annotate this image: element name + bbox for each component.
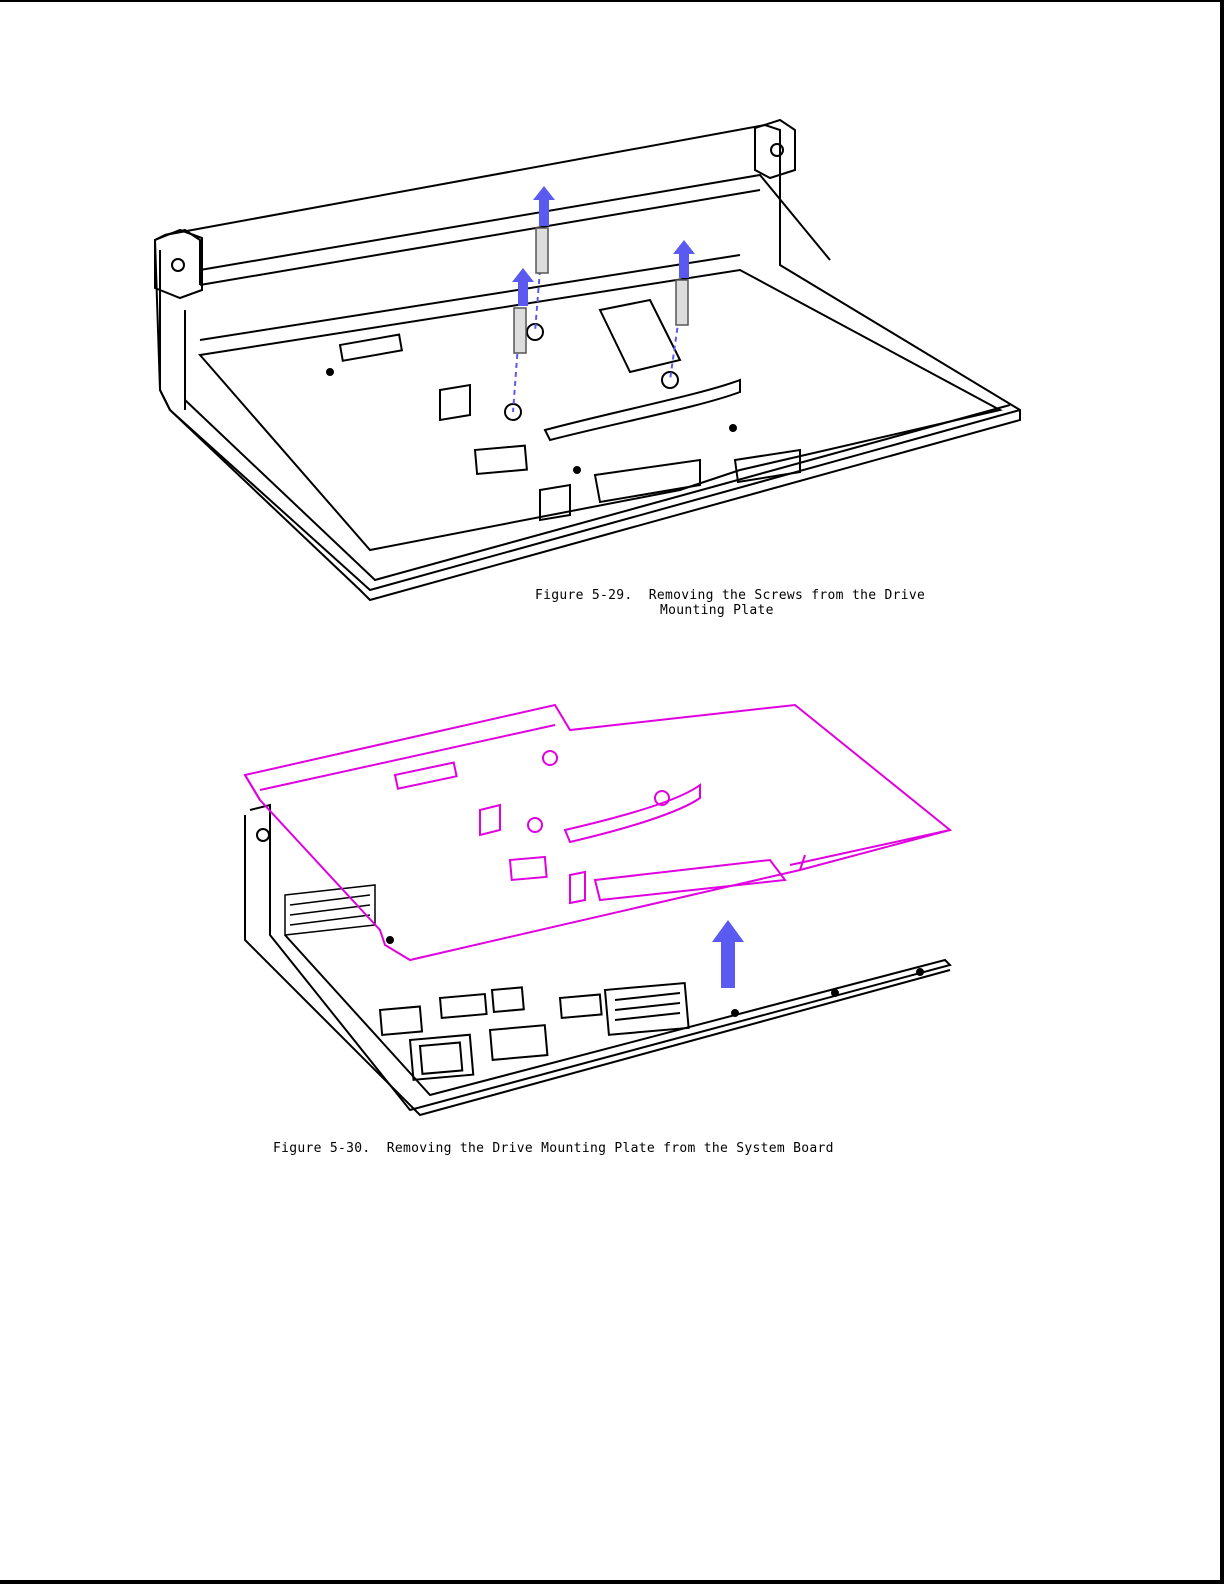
figure-5-29-caption-line2: Mounting Plate	[660, 603, 774, 618]
up-arrow-icon	[673, 240, 695, 278]
figure-5-29-caption-line1: Figure 5-29. Removing the Screws from th…	[535, 588, 925, 603]
figure-5-29-illustration	[140, 110, 1040, 610]
up-arrow-icon	[712, 920, 744, 988]
up-arrow-icon	[512, 268, 534, 306]
up-arrow-icon	[533, 186, 555, 226]
figure-5-30-illustration	[230, 690, 970, 1130]
figure-5-30-caption: Figure 5-30. Removing the Drive Mounting…	[273, 1141, 834, 1156]
